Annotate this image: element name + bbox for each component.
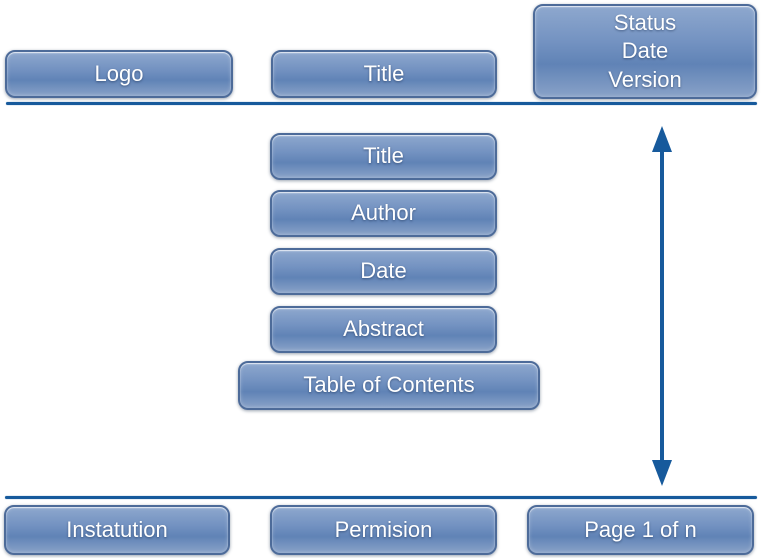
header-separator-line (6, 102, 757, 105)
version-line: Version (608, 66, 682, 92)
page-number-box: Page 1 of n (527, 505, 754, 555)
status-line: Status (613, 9, 677, 35)
author-box: Author (270, 190, 497, 237)
date-box: Date (270, 248, 497, 295)
arrow-up-head-icon (652, 126, 672, 152)
footer-separator-line (5, 496, 757, 499)
body-height-arrow-icon (652, 126, 672, 486)
institution-box: Instatution (4, 505, 230, 555)
arrow-down-head-icon (652, 460, 672, 486)
permission-box: Permision (270, 505, 497, 555)
date-line: Date (621, 38, 669, 64)
body-title-box: Title (270, 133, 497, 180)
table-of-contents-box: Table of Contents (238, 361, 540, 410)
status-date-version-box: Status Date Version (533, 4, 757, 99)
abstract-box: Abstract (270, 306, 497, 353)
logo-box: Logo (5, 50, 233, 98)
header-title-box: Title (271, 50, 497, 98)
